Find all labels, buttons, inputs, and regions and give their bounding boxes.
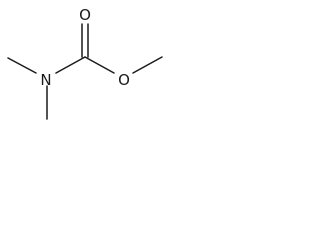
atom-label-carbonyl-oxygen: O: [79, 6, 91, 24]
bond-carbon-ester-oxygen: [84, 56, 115, 74]
atom-label-nitrogen: N: [40, 71, 51, 89]
bond-n-carbonyl-carbon: [55, 56, 86, 74]
bond-ester-oxygen-methyl: [132, 56, 163, 74]
atom-label-ester-oxygen: O: [118, 71, 130, 89]
bond-methyl-n-upper: [7, 57, 37, 74]
molecule-structure: O N O: [7, 6, 163, 120]
